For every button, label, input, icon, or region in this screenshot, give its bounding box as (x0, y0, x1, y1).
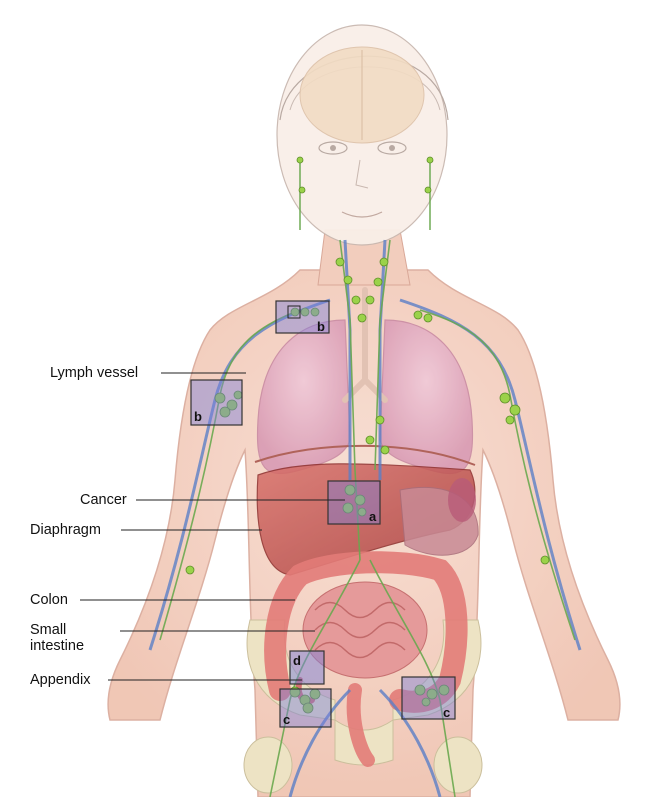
region-letter-c-right: c (443, 705, 450, 720)
region-box-b-arm: b (191, 380, 242, 425)
label-diaphragm: Diaphragm (30, 522, 101, 538)
region-letter-b-arm: b (194, 409, 202, 424)
region-box-c-left: c (280, 689, 331, 727)
region-box-a: a (328, 481, 380, 524)
region-letter-b-neck: b (317, 319, 325, 334)
region-box-d: d (290, 651, 324, 684)
label-appendix: Appendix (30, 672, 90, 688)
label-colon: Colon (30, 592, 68, 608)
region-letter-d: d (293, 653, 301, 668)
region-box-c-right: c (402, 677, 455, 720)
region-letter-a: a (369, 509, 377, 524)
label-cancer: Cancer (80, 492, 127, 508)
body-silhouette (108, 25, 620, 797)
label-small-intestine: Small intestine (30, 622, 110, 654)
region-box-b-neck: b (276, 301, 329, 334)
region-letter-c-left: c (283, 712, 290, 727)
label-lymph-vessel: Lymph vessel (50, 365, 138, 381)
